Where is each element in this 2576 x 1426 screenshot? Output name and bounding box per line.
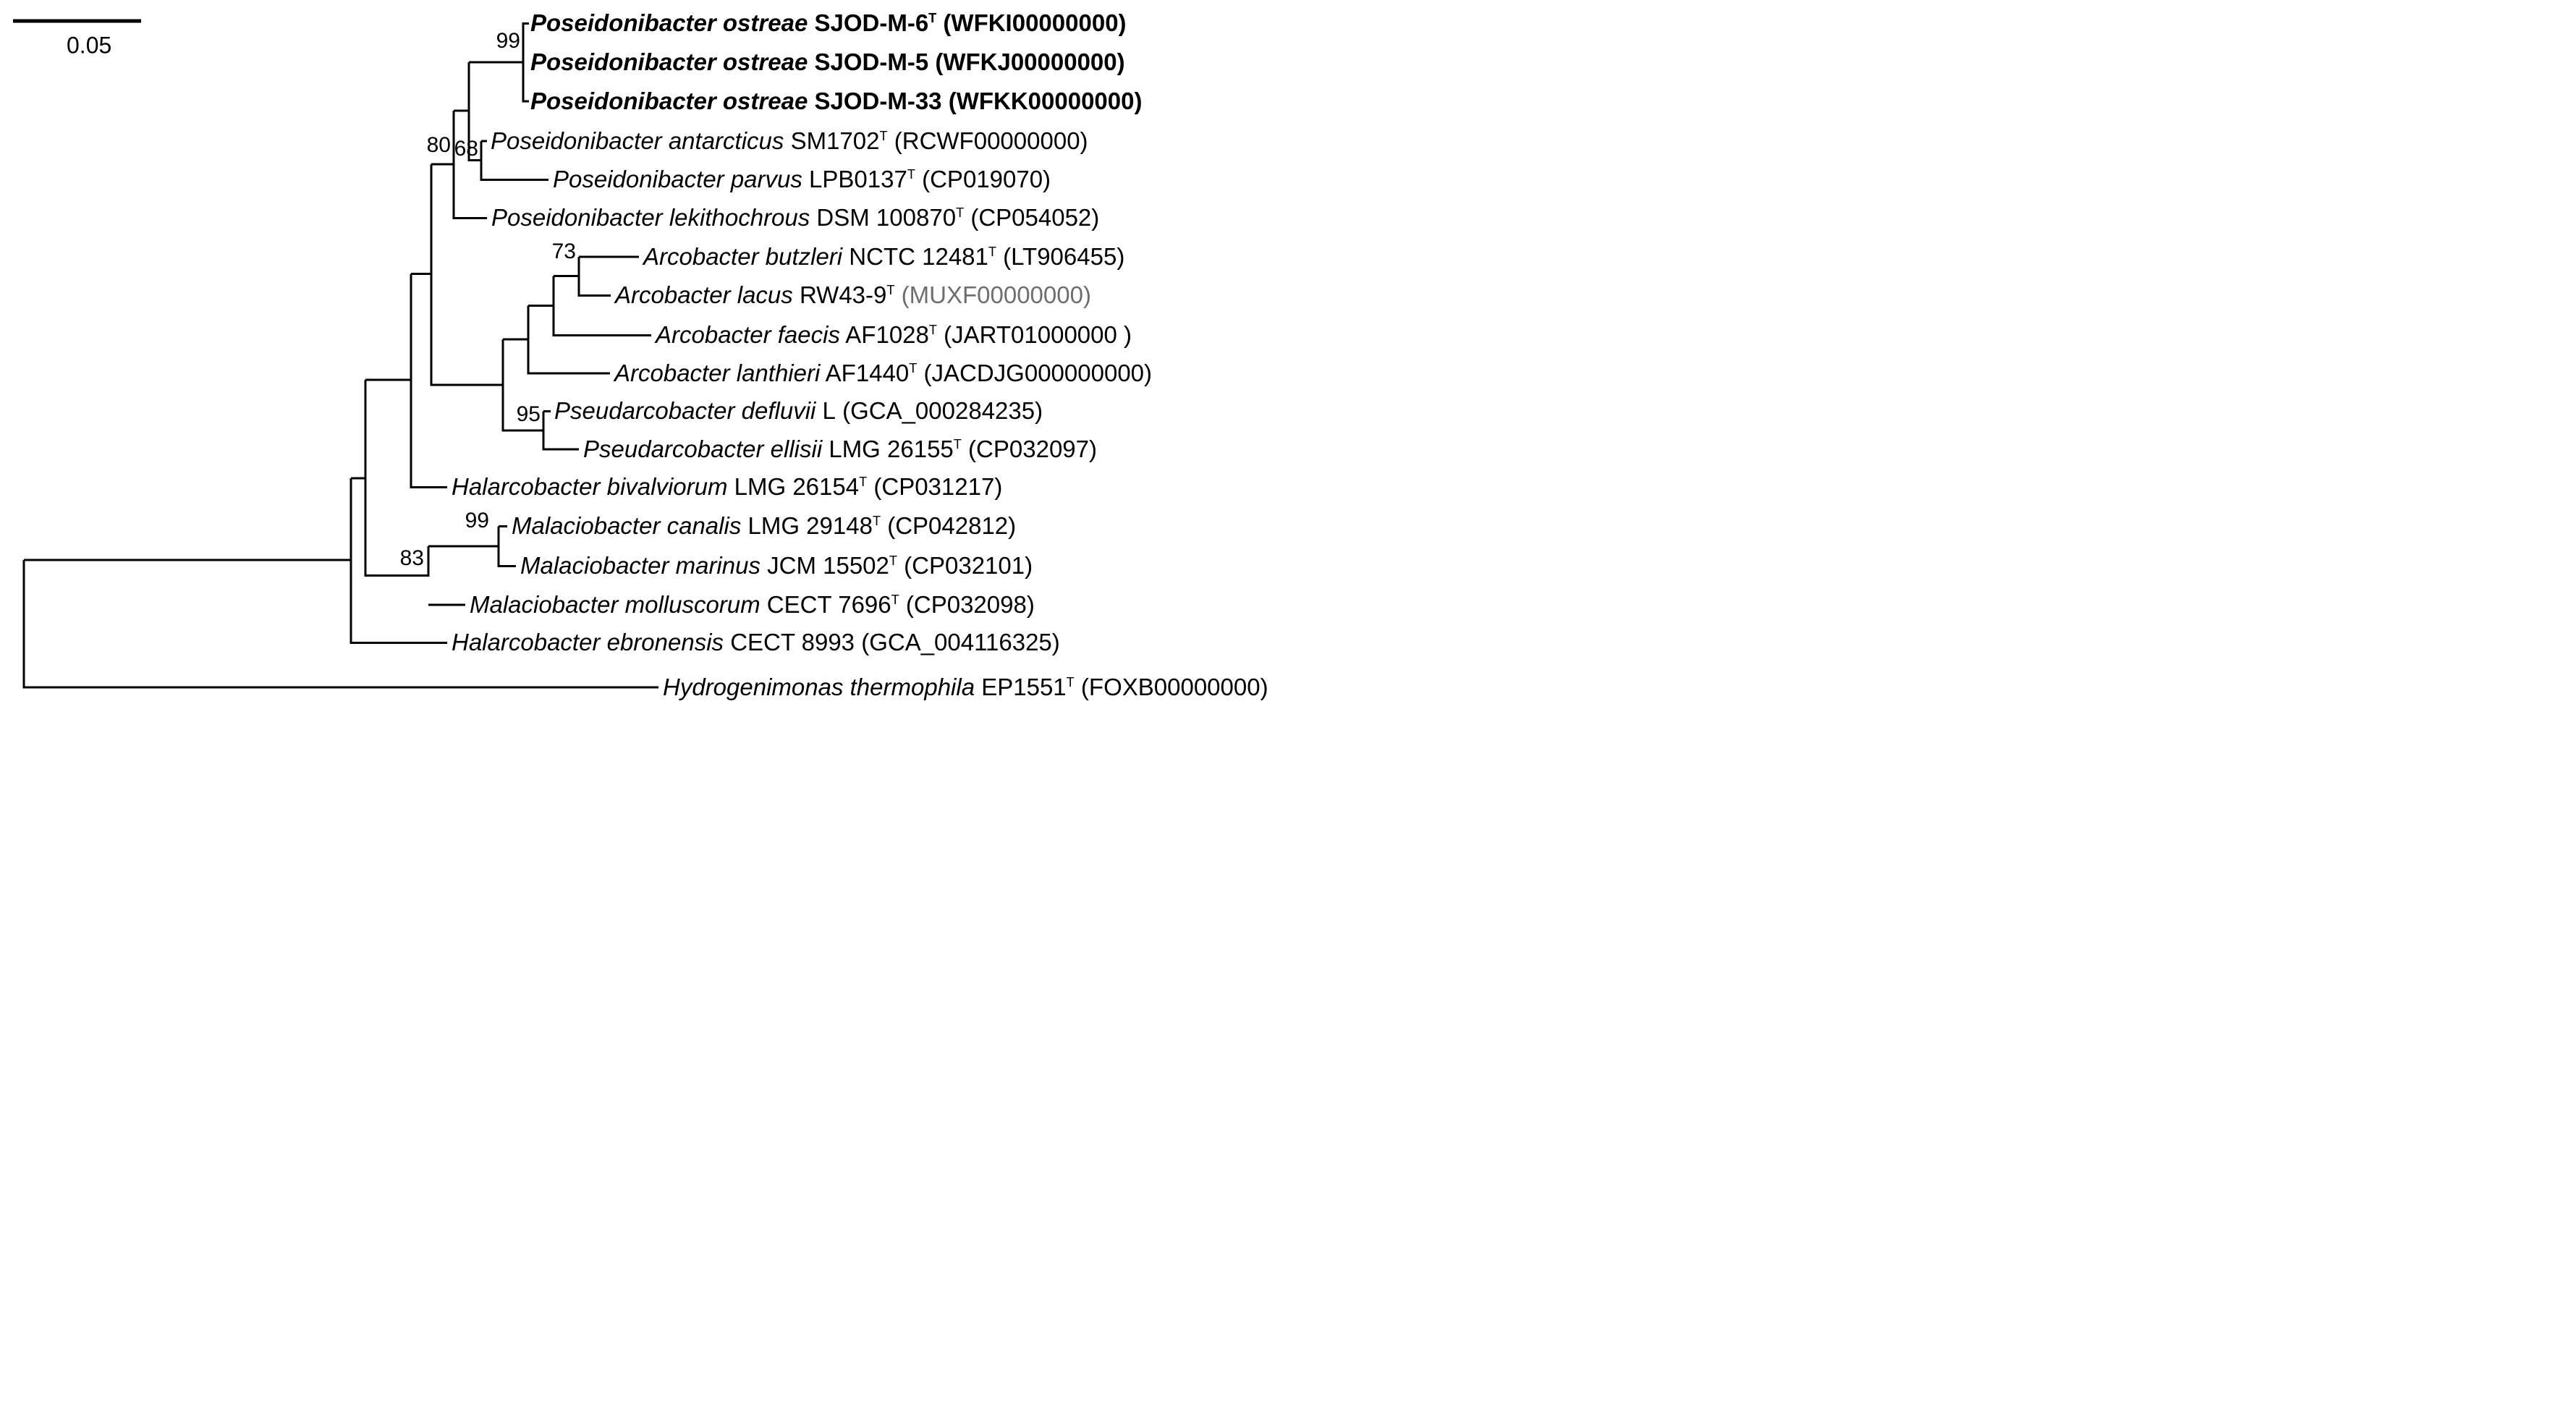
bootstrap-pseudarcobacter-clade: 95 [516, 402, 541, 426]
bootstrap-canalis-marinus: 99 [465, 509, 489, 532]
taxon-label-marinus: Malaciobacter marinus JCM 15502T (CP0321… [520, 552, 1033, 579]
phylogram-lines [13, 19, 658, 689]
taxon-label-ostreae-sjod-m-33: Poseidonibacter ostreae SJOD-M-33 (WFKK0… [530, 88, 1143, 114]
taxon-label-lacus: Arcobacter lacus RW43-9T (MUXF00000000) [615, 281, 1091, 308]
phylogenetic-tree-figure: 0.05 99 80 68 73 95 99 83 Poseidonibacte… [0, 0, 1288, 713]
taxon-label-butzleri: Arcobacter butzleri NCTC 12481T (LT90645… [643, 243, 1125, 270]
scale-bar-label: 0.05 [67, 32, 112, 59]
taxon-label-parvus: Poseidonibacter parvus LPB0137T (CP01907… [553, 166, 1051, 192]
taxon-label-antarcticus: Poseidonibacter antarcticus SM1702T (RCW… [491, 127, 1088, 154]
bootstrap-poseidonibacter-clade: 80 [426, 133, 451, 157]
taxon-label-molluscorum: Malaciobacter molluscorum CECT 7696T (CP… [470, 591, 1035, 618]
taxon-label-lekithochrous: Poseidonibacter lekithochrous DSM 100870… [491, 204, 1100, 231]
taxon-label-lanthieri: Arcobacter lanthieri AF1440T (JACDJG0000… [614, 360, 1153, 386]
taxon-label-ellisii: Pseudarcobacter ellisii LMG 26155T (CP03… [583, 436, 1097, 462]
bootstrap-malaciobacter-clade: 83 [399, 546, 424, 570]
taxon-label-bivalviorum: Halarcobacter bivalviorum LMG 26154T (CP… [452, 473, 1003, 500]
taxon-label-ostreae-sjod-m-6: Poseidonibacter ostreae SJOD-M-6T (WFKI0… [530, 9, 1127, 36]
bootstrap-butzleri-lacus: 73 [551, 239, 576, 263]
taxon-label-faecis: Arcobacter faecis AF1028T (JART01000000 … [656, 321, 1132, 348]
taxon-label-defluvii: Pseudarcobacter defluvii L (GCA_00028423… [554, 397, 1043, 424]
bootstrap-ostreae-clade: 99 [496, 29, 520, 53]
taxon-label-ebronensis: Halarcobacter ebronensis CECT 8993 (GCA_… [452, 629, 1060, 655]
taxon-label-ostreae-sjod-m-5: Poseidonibacter ostreae SJOD-M-5 (WFKJ00… [530, 48, 1125, 75]
taxon-label-canalis: Malaciobacter canalis LMG 29148T (CP0428… [512, 512, 1017, 539]
bootstrap-antarcticus-parvus: 68 [454, 137, 478, 161]
taxon-label-hydrogenimonas: Hydrogenimonas thermophila EP1551T (FOXB… [663, 674, 1268, 700]
